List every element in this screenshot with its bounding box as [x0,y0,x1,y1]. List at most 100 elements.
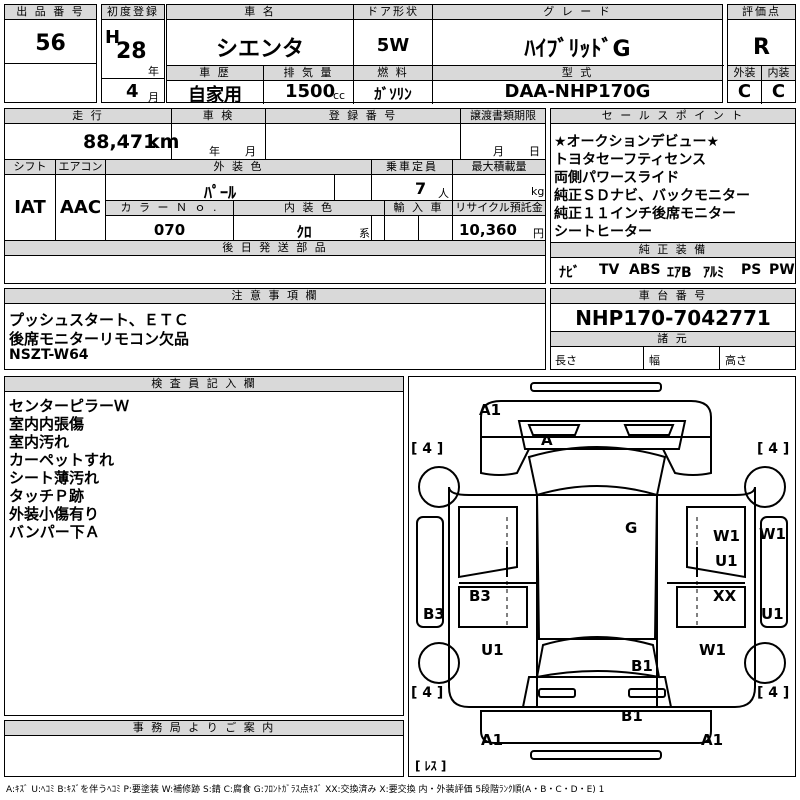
grade: ﾊｲﾌﾞﾘｯﾄﾞG [524,37,631,62]
chassis-number: NHP170-7042771 [575,306,771,330]
office-header: 事 務 局 よ り ご 案 内 [5,721,403,736]
equipment-item: ｱﾙﾐ [703,265,724,281]
car-name-header: 車 名 [167,5,353,20]
equipment-item: ﾅﾋﾞ [559,265,580,281]
car-outline-svg [416,382,788,760]
damage-mark-right-front-door-u1: U1 [715,552,738,570]
tire-rear-right: [ 4 ] [757,685,790,701]
damage-mark-right-edge-w1: W1 [759,525,786,543]
recycle-header: リサイクル預託金 [453,201,545,216]
inspector-line: バンパー下Ａ [9,523,100,541]
height-label: 高さ [725,354,747,367]
sales-line: 純正ＳＤナビ、バックモニター [554,188,750,204]
tire-front-left: [ 4 ] [411,441,444,457]
aircon-header: エアコン [56,160,105,175]
equipment-item: PS [741,262,762,278]
aircon: AAC [59,197,102,218]
note-line: プッシュスタート、ＥＴＣ [9,311,189,329]
sales-points-box: セ ー ル ス ポ イ ン ト ★オークションデビュー★ トヨタセーフティセンス… [550,108,796,284]
shift: IAT [14,197,46,218]
width-label: 幅 [649,354,660,367]
equipment-item: ｴｱB [667,265,692,281]
displacement-unit: cc [333,89,346,102]
color-header: 外 装 色 [106,160,371,175]
interior-grade: C [771,81,786,102]
era: H [105,27,121,48]
fuel-header: 燃 料 [354,66,432,81]
notes-box: 注 意 事 項 欄 プッシュスタート、ＥＴＣ 後席モニターリモコン欠品 NSZT… [4,288,546,370]
damage-mark-roof: G [625,519,638,537]
tire-rear-left: [ 4 ] [411,685,444,701]
damage-mark-rear-window-b1: B1 [631,657,653,675]
damage-mark-right-rear-w1: W1 [699,641,726,659]
exterior-color: ﾊﾟｰﾙ [203,183,236,202]
inspector-line: シート薄汚れ [9,469,100,487]
damage-mark-right-front-door-w1: W1 [713,527,740,545]
note-line: NSZT-W64 [9,347,89,363]
inspector-box: 検 査 員 記 入 欄 センターピラーＷ 室内内張傷 室内汚れ カーペットすれ … [4,376,404,716]
grade-header: グ レ ー ド [433,5,722,20]
equipment-header: 純 正 装 備 [551,243,795,258]
inspector-line: 外装小傷有り [9,505,100,523]
load-header: 最大積載量 [453,160,545,175]
sales-line: シートヒーター [554,224,652,240]
reg-number-header: 登 録 番 号 [266,109,460,124]
note-line: 後席モニターリモコン欠品 [9,330,190,348]
lot-number-box: 出 品 番 号 56 [4,4,97,103]
inspector-line: タッチＰ跡 [9,487,85,505]
sales-line: 両側パワースライド [554,170,680,186]
later-parts-header: 後 日 発 送 部 品 [5,241,545,256]
registration-month: 4 [126,81,139,102]
mileage-header: 走 行 [5,109,171,124]
recycle-fee: 10,360 [459,221,517,239]
equipment-item: TV [599,262,620,278]
car-history: 自家用 [188,85,242,106]
equipment-item: ABS [629,262,661,278]
interior-header: 内装 [762,66,795,81]
chassis-box: 車 台 番 号 NHP170-7042771 諸 元 長さ 幅 高さ [550,288,796,370]
inspector-line: カーペットすれ [9,451,115,469]
legend: A:ｷｽﾞ U:ﾍｺﾐ B:ｷｽﾞを伴うﾍｺﾐ P:要塗装 W:補修跡 S:錆 … [6,785,605,795]
damage-mark-left-rear-u1: U1 [481,641,504,659]
inspector-line: センターピラーＷ [9,397,130,415]
first-registration-header: 初度登録 [102,5,164,20]
car-name: シエンタ [215,37,304,62]
import-header: 輸 入 車 [385,201,452,216]
equipment-item: PW [769,262,795,278]
model-header: 型 式 [433,66,722,81]
first-registration-box: 初度登録 H 28 年 4 月 [101,4,165,104]
capacity-unit: 人 [438,187,449,200]
sales-points-header: セ ー ル ス ポ イ ン ト [551,109,795,124]
displacement-header: 排 気 量 [264,66,353,81]
damage-mark-right-edge-u1: U1 [761,605,784,623]
transfer-header: 譲渡書類期限 [461,109,545,124]
inspector-line: 室内内張傷 [9,415,85,433]
damage-mark-right-rear-door-xx: XX [713,587,737,605]
exterior-grade: C [737,81,752,102]
year-unit: 年 [148,65,159,78]
sales-line: ★オークションデビュー★ [554,134,720,150]
interior-color: ｸﾛ [296,223,312,241]
length-label: 長さ [555,354,577,367]
damage-mark-windshield: A [541,431,553,449]
sales-line: トヨタセーフティセンス [554,152,707,168]
office-box: 事 務 局 よ り ご 案 内 [4,720,404,777]
displacement: 1500 [285,81,336,102]
shift-header: シフト [5,160,55,175]
car-info-box: 車 名 シエンタ ドア形状 5W グ レ ー ド ﾊｲﾌﾞﾘｯﾄﾞG 車 歴 自… [166,4,724,106]
history-header: 車 歴 [167,66,263,81]
interior-color-unit: 系 [359,227,370,240]
inspection-year-unit: 年 [209,145,220,158]
load-unit: kg [531,185,545,198]
fuel: ｶﾞｿﾘﾝ [374,85,412,103]
color-number: 070 [153,221,186,239]
exterior-header: 外装 [728,66,761,81]
transfer-month-unit: 月 [493,145,504,158]
damage-mark-rear-bumper-b1: B1 [621,707,643,725]
door-header: ドア形状 [354,5,432,20]
inspection-month-unit: 月 [245,145,256,158]
dimensions-header: 諸 元 [551,332,795,347]
score: R [753,35,770,60]
model-code: DAA-NHP170G [504,81,651,102]
notes-header: 注 意 事 項 欄 [5,289,545,304]
